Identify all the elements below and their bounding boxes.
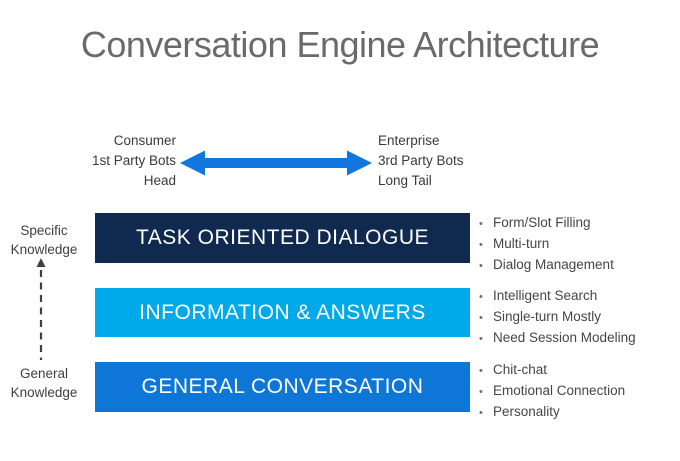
double-headed-arrow-icon: [180, 150, 372, 176]
list-item: • Personality: [479, 402, 677, 423]
bullet-icon: •: [479, 407, 483, 419]
specific-knowledge-line2: Knowledge: [10, 242, 78, 257]
list-item-label: Form/Slot Filling: [493, 215, 591, 230]
general-knowledge-line2: Knowledge: [10, 385, 78, 400]
list-item-label: Intelligent Search: [493, 288, 598, 303]
list-item: • Form/Slot Filling: [479, 213, 677, 234]
spectrum-right-line: Long Tail: [378, 173, 432, 188]
list-item-label: Chit-chat: [493, 362, 548, 377]
list-item-label: Need Session Modeling: [493, 330, 636, 345]
spectrum-right-line: Enterprise: [378, 133, 440, 148]
layer-bar-label: GENERAL CONVERSATION: [141, 375, 424, 398]
bullet-list-task-oriented-dialogue: • Form/Slot Filling • Multi-turn • Dialo…: [479, 213, 677, 276]
list-item: • Multi-turn: [479, 234, 677, 255]
list-item: • Chit-chat: [479, 360, 677, 381]
bullet-icon: •: [479, 260, 483, 272]
bullet-list-information-answers: • Intelligent Search • Single-turn Mostl…: [479, 286, 677, 349]
list-item: • Intelligent Search: [479, 286, 677, 307]
layer-bar-label: INFORMATION & ANSWERS: [139, 300, 426, 324]
list-item: • Single-turn Mostly: [479, 307, 677, 328]
double-headed-arrow-shape: [180, 150, 372, 176]
specific-knowledge-line1: Specific: [20, 223, 68, 238]
list-item: • Dialog Management: [479, 255, 677, 276]
spectrum-left-line: 1st Party Bots: [91, 153, 176, 168]
list-item-label: Personality: [493, 404, 560, 419]
specific-knowledge-label: Specific Knowledge: [2, 221, 86, 259]
bullet-icon: •: [479, 291, 483, 303]
dashed-up-arrow-icon: [36, 258, 46, 360]
list-item-label: Multi-turn: [493, 236, 550, 251]
bullet-icon: •: [479, 365, 483, 377]
list-item-label: Single-turn Mostly: [493, 309, 602, 324]
bullet-icon: •: [479, 312, 483, 324]
list-item: • Need Session Modeling: [479, 328, 677, 349]
layer-bar-information-answers: INFORMATION & ANSWERS: [95, 288, 470, 337]
bullet-list-general-conversation: • Chit-chat • Emotional Connection • Per…: [479, 360, 677, 423]
list-item-label: Emotional Connection: [493, 383, 626, 398]
spectrum-left-line: Consumer: [113, 133, 176, 148]
page-title: Conversation Engine Architecture: [80, 24, 600, 65]
layer-bar-task-oriented-dialogue: TASK ORIENTED DIALOGUE: [95, 213, 470, 263]
list-item: • Emotional Connection: [479, 381, 677, 402]
bullet-icon: •: [479, 239, 483, 251]
layer-bar-label: TASK ORIENTED DIALOGUE: [136, 226, 429, 249]
bullet-icon: •: [479, 333, 483, 345]
spectrum-left-line: Head: [143, 173, 176, 188]
general-knowledge-line1: General: [19, 366, 69, 381]
spectrum-left-labels: Consumer 1st Party Bots Head: [40, 131, 176, 191]
layer-bar-general-conversation: GENERAL CONVERSATION: [95, 362, 470, 412]
spectrum-right-line: 3rd Party Bots: [378, 153, 464, 168]
general-knowledge-label: General Knowledge: [2, 364, 86, 402]
bullet-icon: •: [479, 386, 483, 398]
dashed-up-arrow-head: [36, 258, 46, 267]
spectrum-right-labels: Enterprise 3rd Party Bots Long Tail: [378, 131, 518, 191]
bullet-icon: •: [479, 218, 483, 230]
list-item-label: Dialog Management: [493, 257, 614, 272]
